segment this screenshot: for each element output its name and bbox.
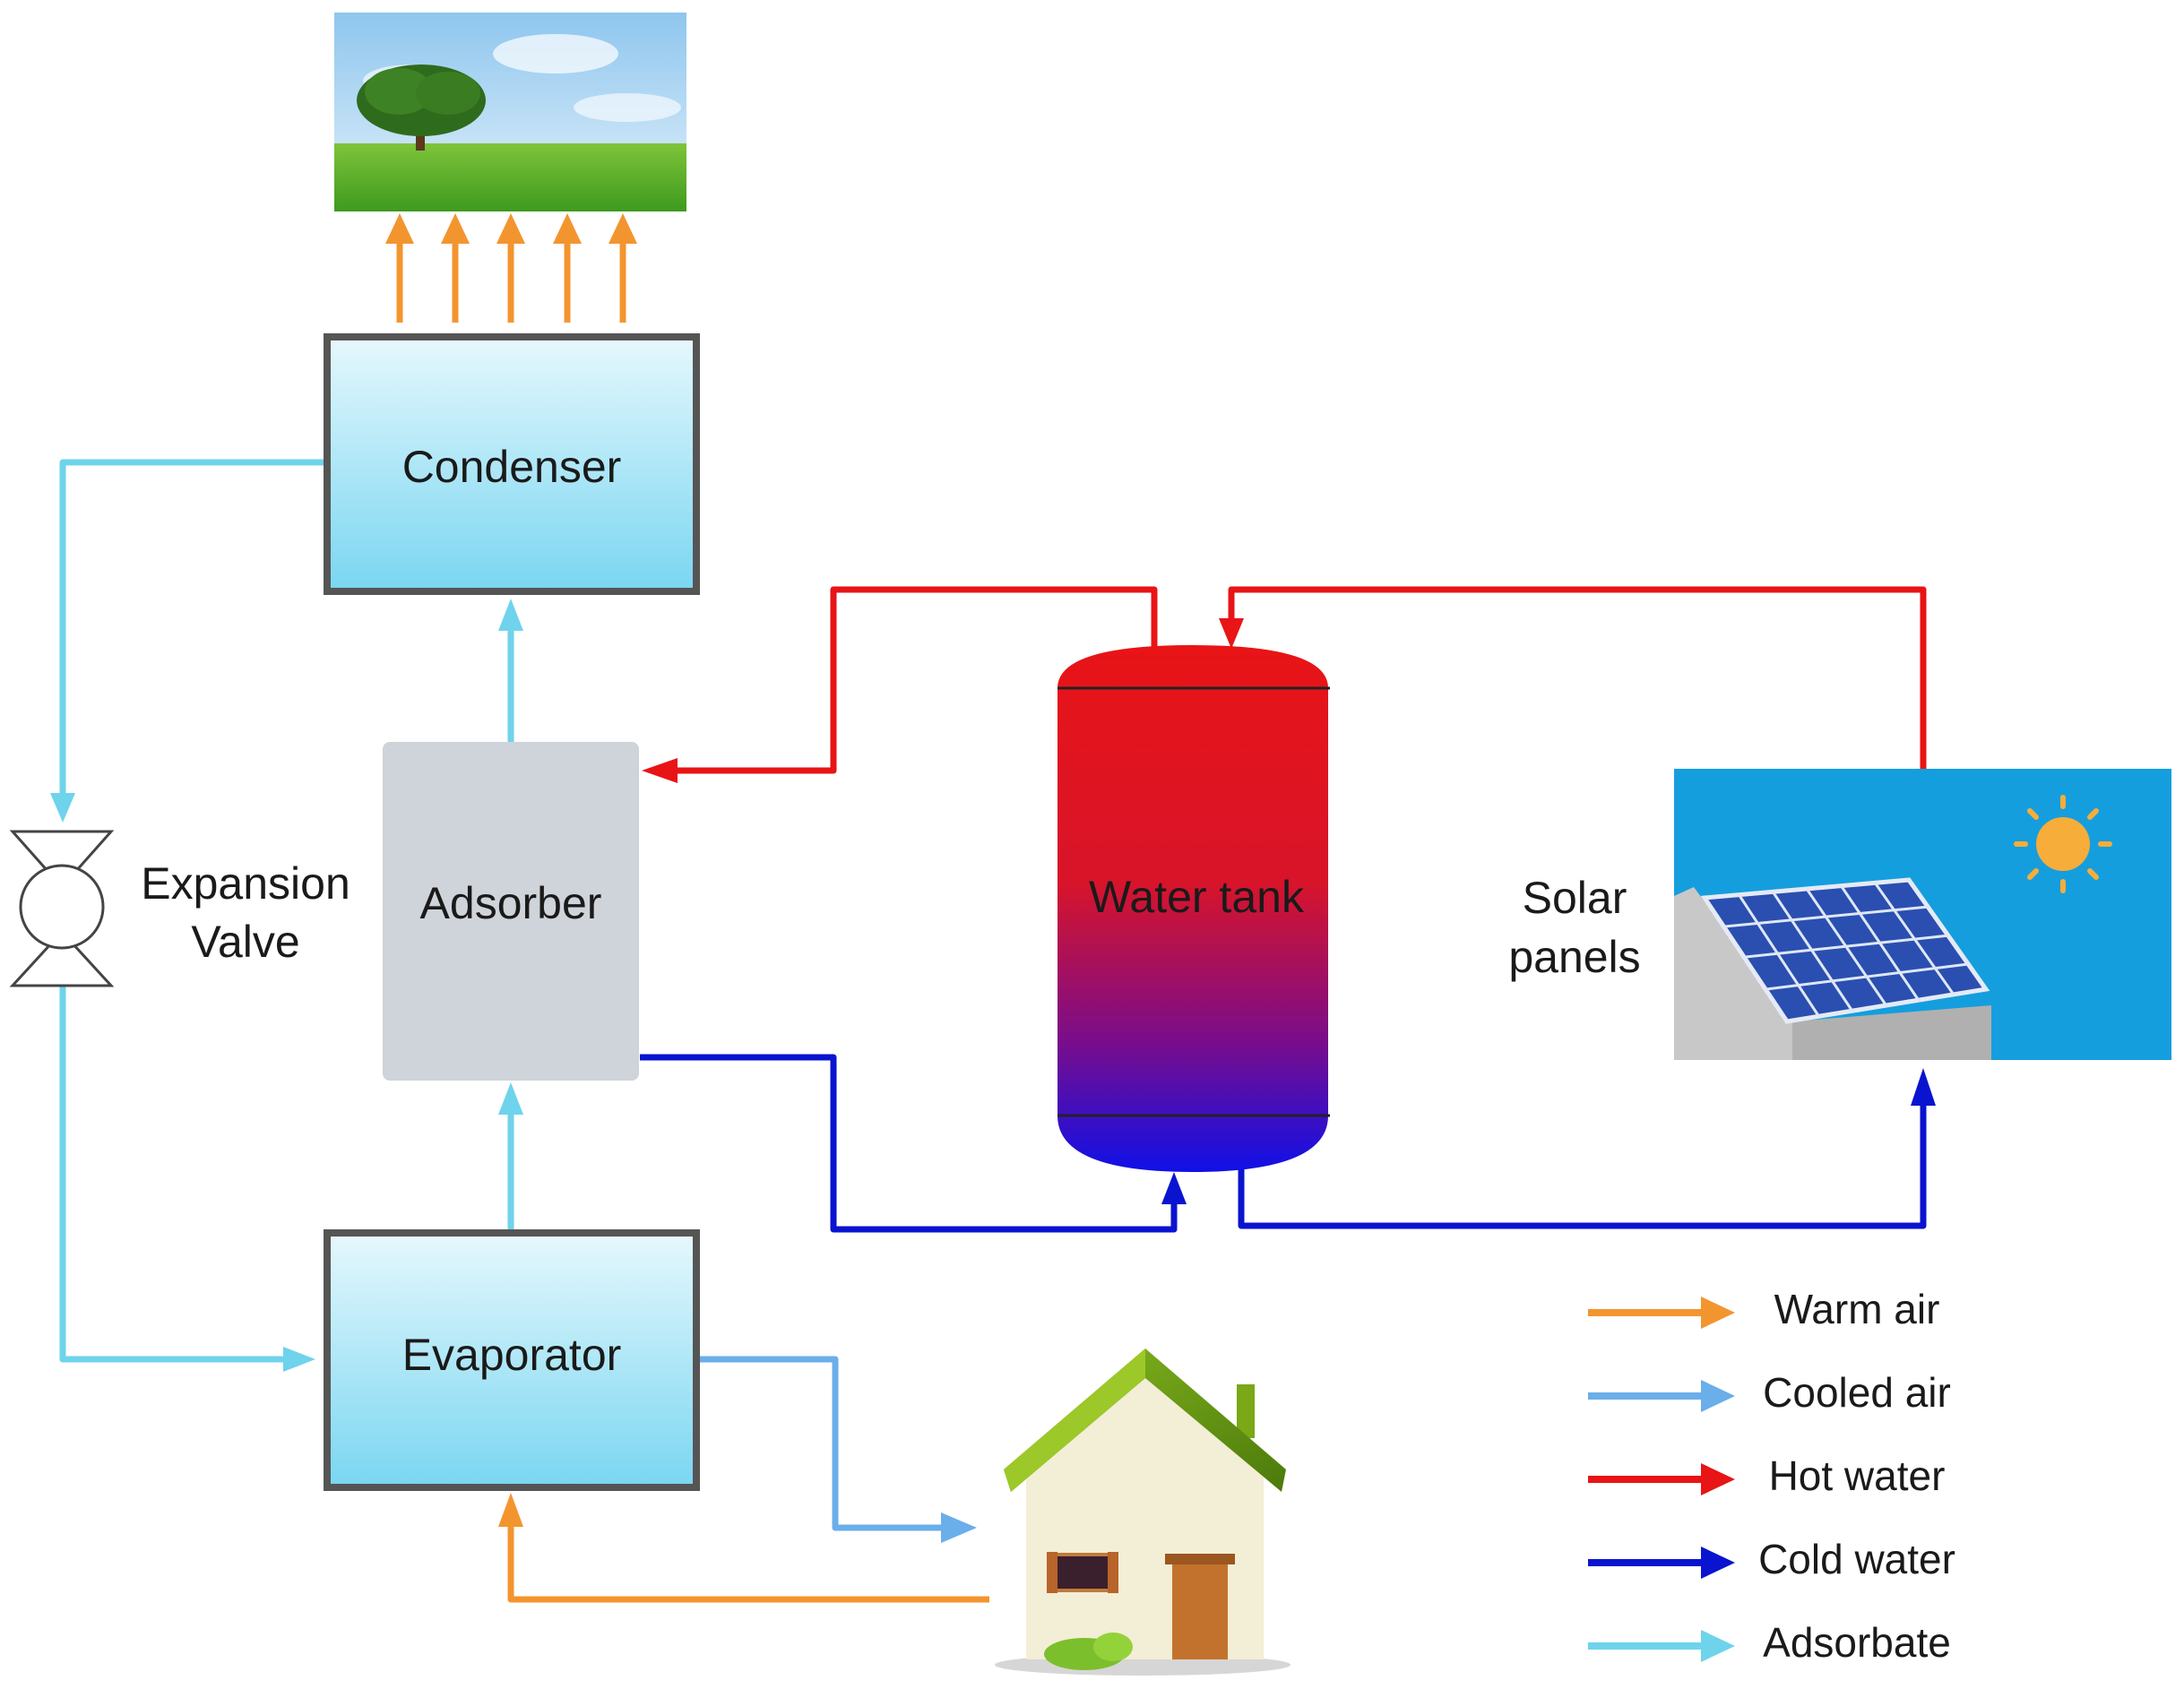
legend-swatch-arrowhead <box>1701 1547 1735 1579</box>
evaporator-label: Evaporator <box>402 1330 622 1380</box>
legend-swatch-arrowhead <box>1701 1297 1735 1329</box>
adsorbate-arrowheads <box>50 599 523 1372</box>
hot-water-flow <box>672 586 1927 774</box>
evaporator-box: Evaporator <box>324 1229 700 1491</box>
adsorber-label: Adsorber <box>420 878 602 928</box>
solar-panels-label-line1: Solar <box>1523 873 1627 923</box>
tree-landscape-icon <box>334 13 686 211</box>
solar-panels-label-line2: panels <box>1508 932 1640 982</box>
legend-item: Adsorbate <box>1588 1619 1951 1666</box>
cooled-air-flow <box>697 1356 945 1531</box>
legend-item: Cooled air <box>1588 1369 1951 1416</box>
legend-item: Hot water <box>1588 1452 1945 1499</box>
adsorber-box: Adsorber <box>383 742 639 1081</box>
cold-water-flow <box>640 1054 1927 1233</box>
condenser-label: Condenser <box>402 442 622 492</box>
cold-water-arrowheads <box>1161 1068 1936 1204</box>
legend-item: Warm air <box>1588 1286 1939 1332</box>
house-icon <box>995 1349 1291 1676</box>
legend-swatch-arrowhead <box>1701 1630 1735 1662</box>
warm-air-exhaust-arrows <box>385 213 637 323</box>
expansion-valve-icon <box>9 830 115 987</box>
cooled-air-arrowhead <box>941 1512 977 1543</box>
legend-swatch-arrowhead <box>1701 1463 1735 1495</box>
warm-air-return-flow <box>507 1523 989 1603</box>
warm-air-return-arrowhead <box>498 1493 523 1527</box>
water-tank: Water tank <box>1057 645 1330 1172</box>
expansion-valve-label-line2: Valve <box>191 917 299 967</box>
legend-label: Cooled air <box>1763 1369 1951 1416</box>
legend-label: Cold water <box>1758 1536 1955 1582</box>
legend-label: Warm air <box>1774 1286 1940 1332</box>
legend-label: Hot water <box>1769 1452 1946 1499</box>
sun-icon <box>2014 795 2112 893</box>
condenser-box: Condenser <box>324 333 700 595</box>
legend-swatch-arrowhead <box>1701 1380 1735 1412</box>
adsorbate-flow <box>59 459 514 1363</box>
hot-water-arrowheads <box>642 618 1244 783</box>
legend-item: Cold water <box>1588 1536 1955 1582</box>
expansion-valve-label-line1: Expansion <box>141 858 350 909</box>
water-tank-label: Water tank <box>1089 872 1305 922</box>
legend-label: Adsorbate <box>1763 1619 1951 1666</box>
